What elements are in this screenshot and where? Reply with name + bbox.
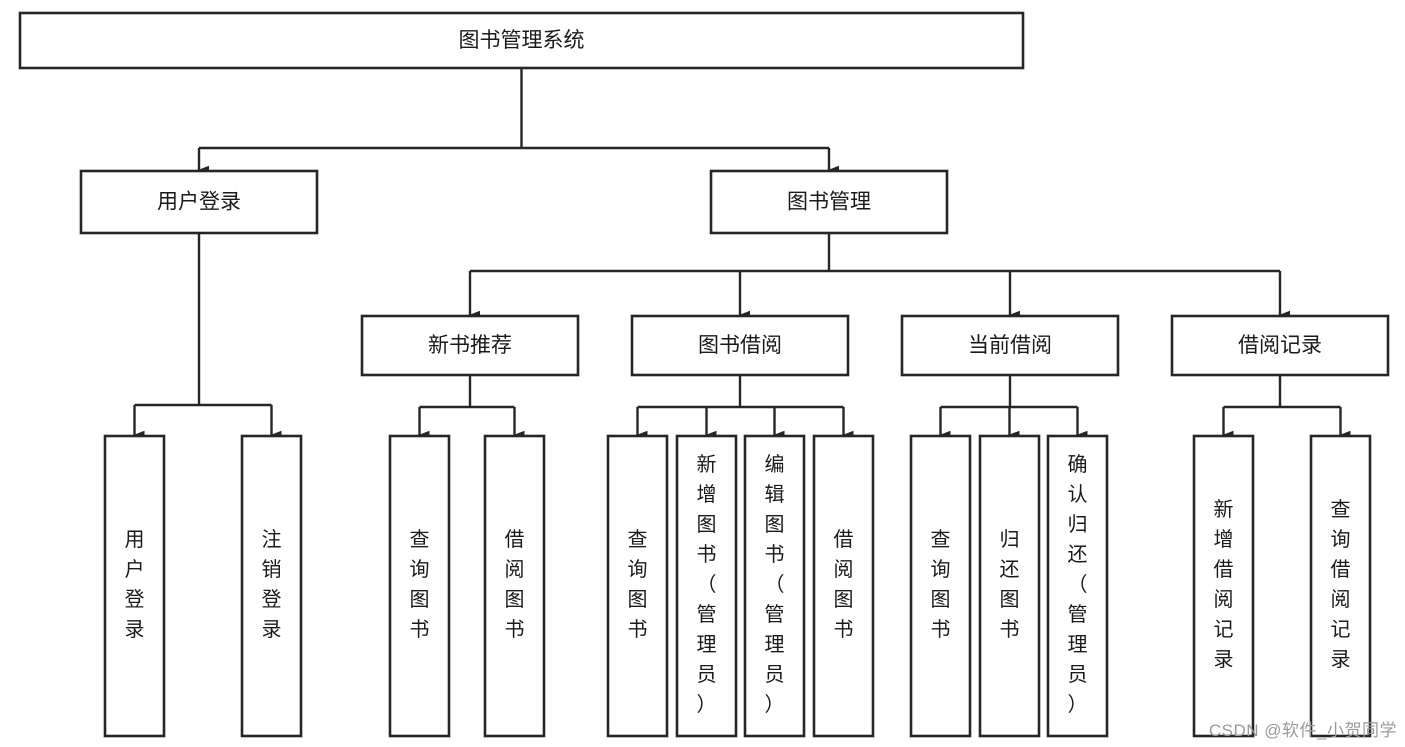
node-box-book-borrow bbox=[630, 314, 850, 377]
connector-layer bbox=[133, 68, 1351, 440]
node-label-user-login-logout: 注销登录 bbox=[262, 528, 282, 641]
node-box-borrow-add-book bbox=[675, 434, 738, 738]
node-box-root bbox=[18, 11, 1025, 70]
node-user-login-logout[interactable]: 注销登录 bbox=[240, 434, 303, 738]
node-box-current-query-book bbox=[909, 434, 972, 738]
node-current-confirm-return[interactable]: 确认归还（管理员） bbox=[1046, 434, 1109, 738]
node-borrow-borrow-book[interactable]: 借阅图书 bbox=[812, 434, 875, 738]
node-label-recommend-borrow-book: 借阅图书 bbox=[505, 528, 525, 641]
node-user-login-login[interactable]: 用户登录 bbox=[103, 434, 166, 738]
node-label-user-login: 用户登录 bbox=[157, 191, 241, 214]
node-borrow-edit-book[interactable]: 编辑图书（管理员） bbox=[743, 434, 806, 738]
node-current-return-book[interactable]: 归还图书 bbox=[978, 434, 1041, 738]
node-label-borrow-borrow-book: 借阅图书 bbox=[834, 528, 854, 641]
node-label-root: 图书管理系统 bbox=[459, 29, 585, 52]
node-user-login[interactable]: 用户登录 bbox=[79, 169, 319, 235]
node-label-record-query: 查询借阅记录 bbox=[1331, 498, 1351, 671]
node-box-current-confirm-return bbox=[1046, 434, 1109, 738]
node-current-query-book[interactable]: 查询图书 bbox=[909, 434, 972, 738]
node-borrow-query-book[interactable]: 查询图书 bbox=[606, 434, 669, 738]
node-label-recommend-query-book: 查询图书 bbox=[410, 528, 430, 641]
node-label-record-add: 新增借阅记录 bbox=[1214, 498, 1234, 671]
node-record-add[interactable]: 新增借阅记录 bbox=[1192, 434, 1255, 738]
node-box-recommend-borrow-book bbox=[483, 434, 546, 738]
node-current-borrow[interactable]: 当前借阅 bbox=[900, 314, 1120, 377]
node-box-borrow-record bbox=[1170, 314, 1390, 377]
node-borrow-add-book[interactable]: 新增图书（管理员） bbox=[675, 434, 738, 738]
node-box-new-book-recommend bbox=[360, 314, 580, 377]
watermark-credit: CSDN @软件_小贺同学 bbox=[1208, 721, 1397, 740]
node-label-current-borrow: 当前借阅 bbox=[968, 334, 1052, 357]
node-borrow-record[interactable]: 借阅记录 bbox=[1170, 314, 1390, 377]
node-box-record-add bbox=[1192, 434, 1255, 738]
node-box-current-return-book bbox=[978, 434, 1041, 738]
node-label-book-manage: 图书管理 bbox=[787, 191, 871, 214]
node-new-book-recommend[interactable]: 新书推荐 bbox=[360, 314, 580, 377]
node-box-borrow-edit-book bbox=[743, 434, 806, 738]
node-book-borrow[interactable]: 图书借阅 bbox=[630, 314, 850, 377]
node-book-manage[interactable]: 图书管理 bbox=[709, 169, 949, 235]
node-root[interactable]: 图书管理系统 bbox=[18, 11, 1025, 70]
node-label-user-login-login: 用户登录 bbox=[125, 529, 145, 641]
node-box-user-login-login bbox=[103, 434, 166, 738]
node-box-current-borrow bbox=[900, 314, 1120, 377]
node-label-current-query-book: 查询图书 bbox=[931, 528, 951, 641]
node-box-user-login-logout bbox=[240, 434, 303, 738]
node-label-borrow-add-book: 新增图书（管理员） bbox=[697, 453, 717, 716]
node-layer: 图书管理系统用户登录用户登录注销登录图书管理新书推荐查询图书借阅图书图书借阅查询… bbox=[18, 11, 1390, 738]
node-box-user-login bbox=[79, 169, 319, 235]
node-label-new-book-recommend: 新书推荐 bbox=[428, 334, 512, 357]
node-record-query[interactable]: 查询借阅记录 bbox=[1309, 434, 1372, 738]
node-box-borrow-borrow-book bbox=[812, 434, 875, 738]
node-label-current-confirm-return: 确认归还（管理员） bbox=[1068, 453, 1088, 716]
node-box-record-query bbox=[1309, 434, 1372, 738]
node-label-borrow-query-book: 查询图书 bbox=[628, 528, 648, 641]
node-box-borrow-query-book bbox=[606, 434, 669, 738]
node-recommend-borrow-book[interactable]: 借阅图书 bbox=[483, 434, 546, 738]
node-recommend-query-book[interactable]: 查询图书 bbox=[388, 434, 451, 738]
node-box-book-manage bbox=[709, 169, 949, 235]
node-label-borrow-edit-book: 编辑图书（管理员） bbox=[765, 453, 785, 716]
node-label-current-return-book: 归还图书 bbox=[1000, 528, 1020, 641]
node-label-borrow-record: 借阅记录 bbox=[1238, 334, 1322, 357]
node-box-recommend-query-book bbox=[388, 434, 451, 738]
node-label-book-borrow: 图书借阅 bbox=[698, 334, 782, 357]
